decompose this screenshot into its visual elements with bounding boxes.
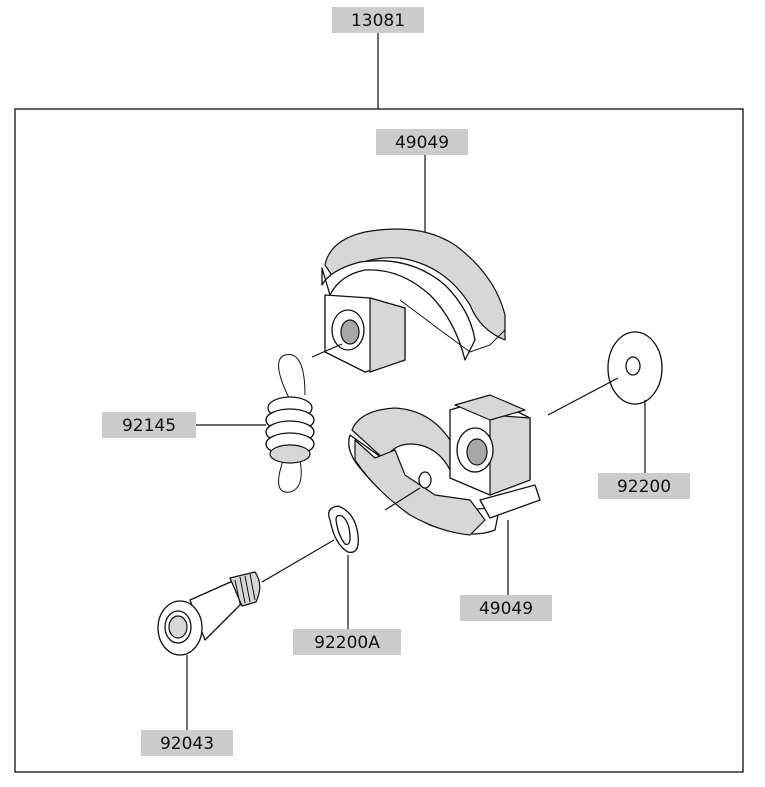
shoulder-bolt[interactable] <box>157 571 261 656</box>
callout-shoe-top[interactable]: 49049 <box>376 129 468 155</box>
clutch-spring[interactable] <box>265 354 315 493</box>
leader-spring-hook <box>311 343 343 358</box>
callout-bolt-label: 92043 <box>160 734 214 754</box>
callout-washer-a[interactable]: 92200A <box>293 629 401 655</box>
callout-spring-label: 92145 <box>122 416 176 436</box>
washer[interactable] <box>607 331 663 405</box>
clutch-shoe-bottom[interactable] <box>348 394 541 536</box>
callout-washer-label: 92200 <box>617 477 671 497</box>
leader-washer-a-axis <box>261 539 335 583</box>
callout-shoe-bottom[interactable]: 49049 <box>460 595 552 621</box>
callout-shoe-top-label: 49049 <box>395 133 449 153</box>
washer-a[interactable] <box>327 505 359 554</box>
assembly-frame <box>14 108 744 773</box>
callout-shoe-bottom-label: 49049 <box>479 599 533 619</box>
leader-shoe-bottom-hook <box>384 487 421 511</box>
clutch-shoe-top[interactable] <box>321 228 506 373</box>
callout-assembly-label: 13081 <box>351 11 405 31</box>
callout-assembly[interactable]: 13081 <box>332 7 424 33</box>
callout-bolt[interactable]: 92043 <box>141 730 233 756</box>
callout-washer[interactable]: 92200 <box>598 473 690 499</box>
leader-washer-axis <box>547 377 619 416</box>
callout-washer-a-label: 92200A <box>314 633 380 653</box>
callout-spring[interactable]: 92145 <box>102 412 196 438</box>
